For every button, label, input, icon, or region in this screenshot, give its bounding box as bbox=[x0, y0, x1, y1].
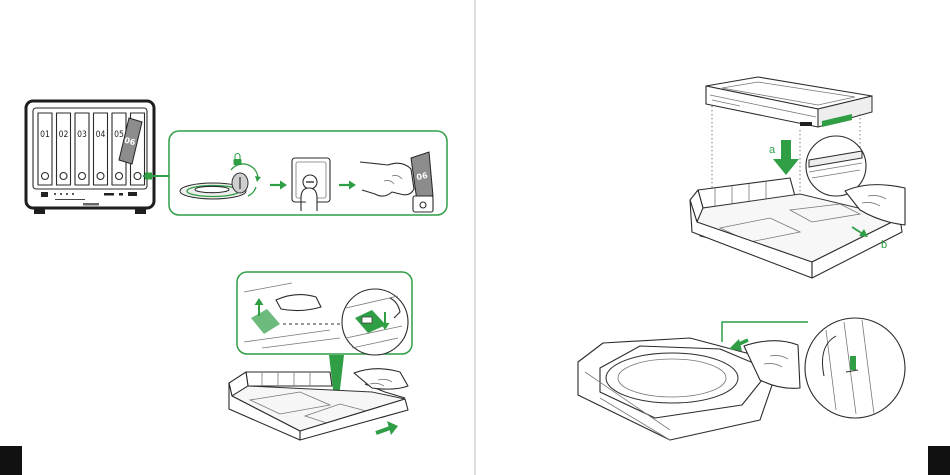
drive-bay-01: 01 bbox=[38, 113, 52, 185]
page-marker-right bbox=[928, 446, 950, 475]
nas-foot-left bbox=[34, 208, 45, 214]
drive-bay-03: 03 bbox=[75, 113, 89, 185]
unlock-callout: 06 bbox=[169, 131, 447, 215]
insert-down-arrow-icon bbox=[773, 140, 799, 175]
drive-tray bbox=[690, 178, 905, 278]
drive-bay-04: 04 bbox=[94, 113, 108, 185]
tray-tab-callout bbox=[237, 272, 412, 355]
step-label-a: a bbox=[769, 144, 776, 156]
tab-zoom-inset bbox=[342, 289, 408, 355]
latch-zoom-inset bbox=[805, 318, 905, 418]
drive-in-tray bbox=[578, 338, 800, 440]
bay-label: 02 bbox=[59, 130, 69, 140]
bay-label: 01 bbox=[40, 130, 50, 140]
nas-foot-right bbox=[135, 208, 146, 214]
zoom-leader-line bbox=[722, 322, 808, 342]
bay-label: 03 bbox=[77, 130, 87, 140]
callout-connector bbox=[143, 173, 170, 180]
brand-logo bbox=[83, 203, 99, 206]
drive-bay-02: 02 bbox=[57, 113, 71, 185]
step-label-b: b bbox=[881, 239, 887, 251]
nas-device: 01 02 03 04 05 06 bbox=[26, 101, 154, 214]
bay-label: 05 bbox=[114, 130, 124, 140]
hard-drive bbox=[706, 77, 872, 127]
bay-label: 04 bbox=[96, 130, 106, 140]
page-marker-left bbox=[0, 446, 22, 475]
slide-right-arrow-icon bbox=[376, 421, 398, 435]
